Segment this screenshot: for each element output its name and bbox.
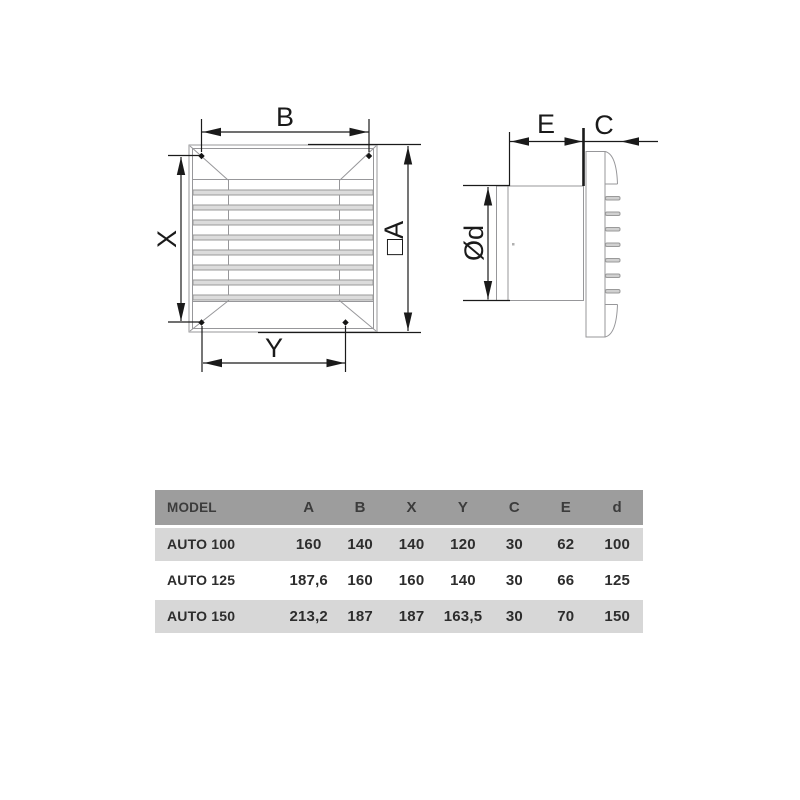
corner-diagonal bbox=[339, 300, 377, 332]
dimension-b: B bbox=[200, 102, 370, 152]
value-cell: 125 bbox=[604, 572, 631, 589]
louver-slat-edge bbox=[605, 196, 621, 201]
value-cell: 140 bbox=[450, 572, 476, 589]
duct-center-mark bbox=[512, 243, 515, 246]
arrowhead-right bbox=[326, 358, 345, 368]
mounting-hole-marker bbox=[198, 152, 205, 160]
dimension-d: Ød bbox=[459, 184, 510, 302]
side-view-structure bbox=[496, 151, 618, 338]
louver-blade bbox=[192, 204, 374, 211]
model-cell: AUTO 125 bbox=[167, 572, 236, 588]
value-cell: 163,5 bbox=[443, 608, 483, 625]
value-cell: 70 bbox=[557, 608, 575, 625]
header-cell-d: d bbox=[612, 499, 622, 516]
mounting-hole-marker bbox=[198, 319, 205, 326]
dim-label-y: Y bbox=[265, 333, 283, 363]
arrowhead-down bbox=[483, 281, 493, 299]
arrowhead-left bbox=[203, 127, 221, 137]
louver-slat-edge bbox=[605, 258, 621, 263]
arrowhead-up bbox=[176, 157, 186, 175]
louver-slat-edge bbox=[605, 289, 621, 294]
header-cell-c: C bbox=[508, 499, 520, 516]
value-cell: 120 bbox=[450, 536, 476, 553]
mounting-hole-markers bbox=[198, 152, 373, 326]
dim-label-d: Ød bbox=[459, 225, 489, 261]
faceplate-top-curve bbox=[604, 151, 618, 185]
header-cell-x: X bbox=[406, 499, 417, 516]
louver-blade bbox=[192, 264, 374, 271]
value-cell: 30 bbox=[505, 536, 523, 553]
mounting-hole-marker bbox=[342, 319, 349, 326]
header-cell-y: Y bbox=[457, 499, 469, 516]
arrowhead-left bbox=[621, 137, 639, 146]
value-cell: 160 bbox=[347, 572, 373, 589]
dimensions-table: MODEL A B X Y C E d AUTO 100 160 140 140… bbox=[155, 490, 643, 636]
louver-blades bbox=[192, 189, 374, 301]
dimension-a: □A bbox=[258, 143, 421, 334]
louver-blade bbox=[192, 234, 374, 241]
dimension-e: E bbox=[508, 109, 658, 186]
header-cell-e: E bbox=[560, 499, 571, 516]
value-cell: 100 bbox=[604, 536, 631, 553]
louver-slat-edge bbox=[605, 211, 621, 216]
value-cell: 66 bbox=[557, 572, 575, 589]
dimension-x: X bbox=[152, 154, 200, 323]
corner-diagonal bbox=[189, 300, 229, 332]
arrowhead-right bbox=[349, 127, 368, 137]
side-view: E C Ød bbox=[459, 109, 658, 338]
value-cell: 213,2 bbox=[289, 608, 328, 625]
corner-diagonal bbox=[189, 145, 229, 181]
arrowhead-down bbox=[403, 312, 413, 331]
value-cell: 160 bbox=[295, 536, 322, 553]
dim-label-a: □A bbox=[379, 221, 409, 255]
table-header-row: MODEL A B X Y C E d bbox=[155, 490, 643, 525]
dim-label-c: C bbox=[594, 110, 614, 140]
louver-blade bbox=[192, 249, 374, 256]
header-cell-model: MODEL bbox=[167, 500, 217, 515]
arrowhead-up bbox=[483, 187, 493, 206]
louver-slat-edge bbox=[605, 242, 621, 247]
table-row-auto-100: AUTO 100 160 140 140 120 30 62 100 bbox=[155, 528, 643, 561]
mounting-hole-marker bbox=[365, 152, 373, 160]
arrowhead-right bbox=[564, 137, 583, 146]
header-cell-b: B bbox=[354, 499, 366, 516]
louver-blade bbox=[192, 294, 374, 301]
value-cell: 187 bbox=[347, 608, 373, 625]
dim-label-e: E bbox=[537, 109, 555, 139]
value-cell: 160 bbox=[398, 572, 425, 589]
value-cell: 62 bbox=[557, 536, 575, 553]
technical-drawing: B X □A Y bbox=[152, 102, 658, 372]
dim-label-x: X bbox=[152, 230, 182, 248]
louver-blade bbox=[192, 279, 374, 286]
arrowhead-left bbox=[204, 358, 222, 368]
value-cell: 140 bbox=[398, 536, 425, 553]
value-cell: 140 bbox=[347, 536, 373, 553]
arrowhead-down bbox=[176, 303, 186, 321]
value-cell: 187 bbox=[398, 608, 425, 625]
arrowhead-up bbox=[403, 146, 413, 165]
corner-diagonal bbox=[339, 145, 377, 181]
dimension-y: Y bbox=[201, 326, 347, 372]
faceplate-body bbox=[585, 151, 606, 338]
table-row-auto-150: AUTO 150 213,2 187 187 163,5 30 70 150 bbox=[155, 600, 643, 633]
louver-blade bbox=[192, 189, 374, 196]
side-louver-slats bbox=[605, 196, 621, 294]
value-cell: 150 bbox=[604, 608, 631, 625]
value-cell: 187,6 bbox=[289, 572, 328, 589]
value-cell: 30 bbox=[505, 608, 523, 625]
value-cell: 30 bbox=[505, 572, 523, 589]
front-view: B X □A Y bbox=[152, 102, 421, 372]
louver-slat-edge bbox=[605, 227, 621, 232]
dimension-c: C bbox=[594, 110, 639, 146]
model-cell: AUTO 150 bbox=[167, 608, 236, 624]
dim-label-b: B bbox=[276, 102, 294, 132]
louver-blade bbox=[192, 219, 374, 226]
table-row-auto-125: AUTO 125 187,6 160 160 140 30 66 125 bbox=[155, 564, 643, 597]
header-cell-a: A bbox=[303, 499, 315, 516]
louver-slat-edge bbox=[605, 273, 621, 278]
faceplate-bottom-curve bbox=[604, 304, 618, 338]
arrowhead-left bbox=[511, 137, 529, 146]
duct-body bbox=[496, 185, 584, 301]
model-cell: AUTO 100 bbox=[167, 536, 236, 552]
